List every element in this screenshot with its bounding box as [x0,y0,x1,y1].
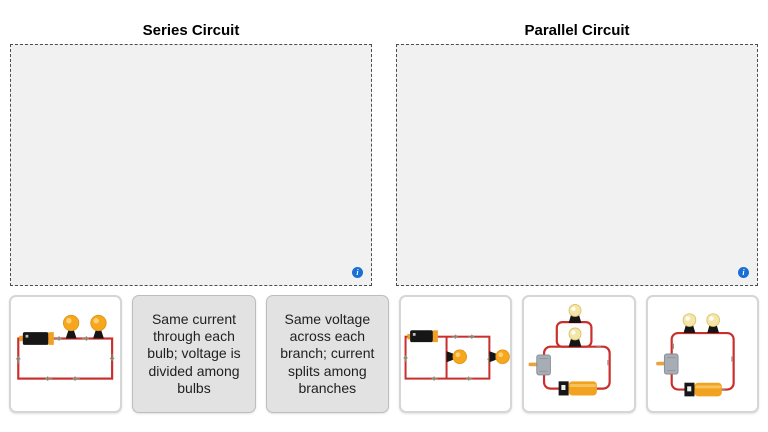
draggable-card-series-rule[interactable]: Same current through each bulb; voltage … [132,295,256,413]
series-drop-zone[interactable]: i [10,44,372,286]
info-icon[interactable]: i [352,267,363,278]
draggable-card-parallel-rule[interactable]: Same voltage across each branch; current… [265,295,389,413]
draggable-card-parallel-ladder[interactable] [398,295,513,413]
parallel-rule-text: Same voltage across each branch; current… [280,311,375,396]
parallel-circuit-ladder-image [403,330,510,381]
series-rule-text: Same current through each bulb; voltage … [147,311,241,396]
draggable-card-series-switch-bulbs[interactable] [645,295,759,413]
draggable-cards-row: Same current through each bulb; voltage … [0,295,768,413]
series-circuit-two-bright-bulbs-image [15,314,115,381]
parallel-circuit-stacked-bulbs-image [528,304,612,396]
parallel-drop-zone[interactable]: i [396,44,758,286]
draggable-card-series-bright-bulbs[interactable] [9,295,123,413]
draggable-card-parallel-stacked-bulbs[interactable] [522,295,636,413]
parallel-zone-title: Parallel Circuit [524,22,630,39]
info-icon[interactable]: i [738,267,749,278]
drop-zones-row: Series Circuit i Parallel Circuit i [0,22,768,286]
series-zone-title: Series Circuit [142,22,240,39]
parallel-zone-column: Parallel Circuit i [396,22,758,286]
series-circuit-switch-two-bulbs-image [655,313,735,397]
series-zone-column: Series Circuit i [10,22,372,286]
